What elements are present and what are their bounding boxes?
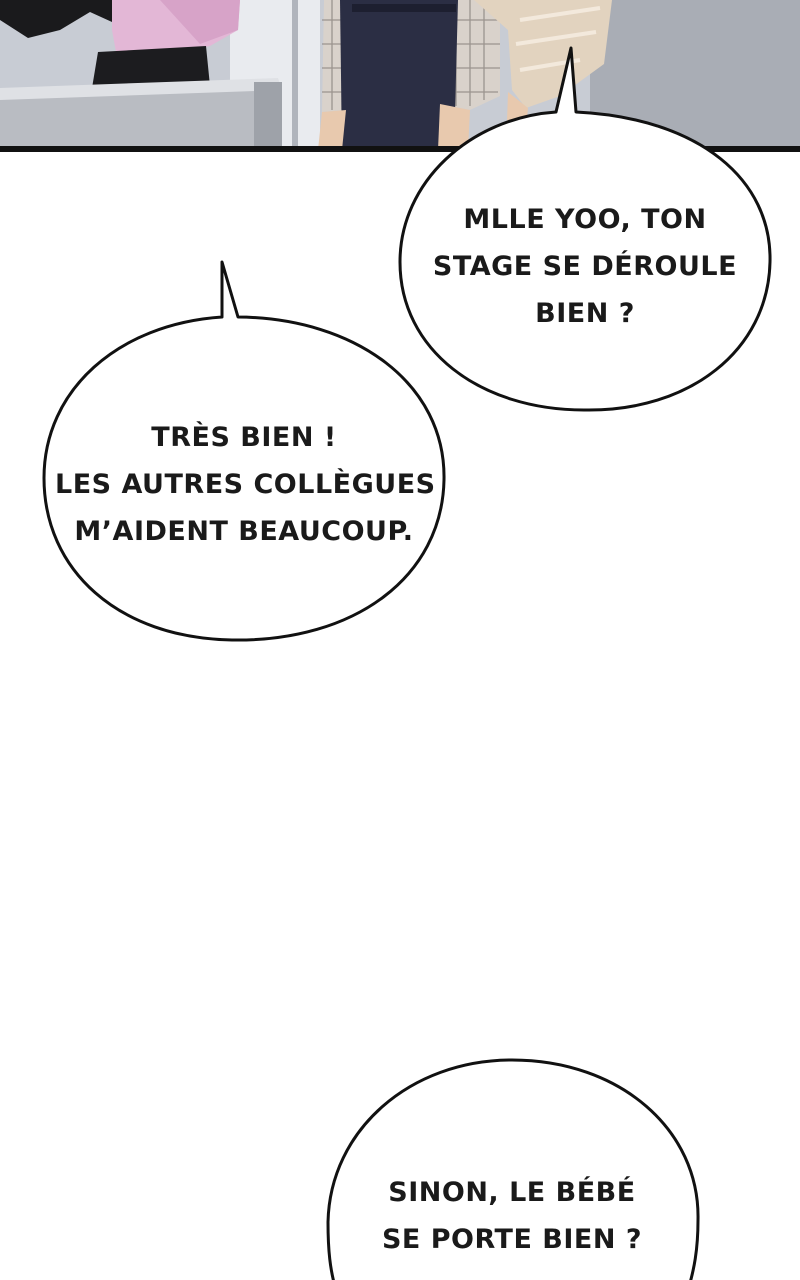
pink-blouse-shadow <box>160 0 240 44</box>
beige-coat <box>474 0 612 108</box>
speech-bubble-2-text: TRÈS BIEN ! LES AUTRES COLLÈGUES M’AIDEN… <box>55 414 436 555</box>
speech-bubble-2 <box>42 260 446 642</box>
dark-hair <box>0 0 120 38</box>
dark-skirt <box>92 46 210 88</box>
speech-line: SINON, LE BÉBÉ <box>388 1177 636 1208</box>
office-scene-panel <box>0 0 800 152</box>
speech-line: BIEN ? <box>535 298 635 329</box>
speech-line: M’AIDENT BEAUCOUP. <box>74 516 414 547</box>
speech-bubble-3 <box>326 1058 700 1280</box>
office-window-frame <box>292 0 298 150</box>
navy-pants <box>340 0 458 150</box>
right-hand <box>438 104 470 150</box>
speech-line: MLLE YOO, TON <box>463 204 707 235</box>
left-hand <box>318 110 346 150</box>
speech-line: STAGE SE DÉROULE <box>432 251 738 282</box>
office-desk-edge <box>254 82 282 150</box>
speech-bubble-1 <box>398 46 772 412</box>
speech-line: LES AUTRES COLLÈGUES <box>55 469 436 500</box>
speech-bubble-1-text: MLLE YOO, TON STAGE SE DÉROULE BIEN ? <box>420 196 750 337</box>
speech-bubble-3-text: SINON, LE BÉBÉ SE PORTE BIEN ? <box>345 1169 679 1263</box>
speech-line: SE PORTE BIEN ? <box>381 1224 643 1255</box>
navy-belt <box>352 4 456 12</box>
speech-line: TRÈS BIEN ! <box>151 422 337 453</box>
panel-border <box>0 146 800 152</box>
office-desk-top <box>0 78 282 100</box>
